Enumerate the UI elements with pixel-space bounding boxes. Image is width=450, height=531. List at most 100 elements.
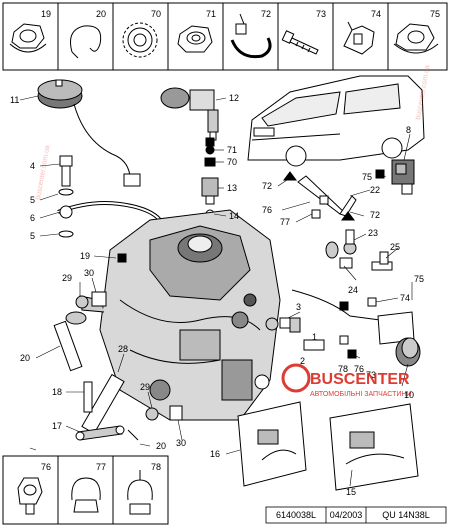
sensor-12: [160, 87, 219, 141]
cell-label-71: 71: [206, 9, 216, 19]
bolt-30-upper: [91, 291, 107, 307]
fitting-24: [325, 241, 353, 269]
washer-29-upper: [75, 295, 89, 309]
washer-29-lower: [145, 407, 159, 421]
collar-nut-icon: [393, 23, 439, 54]
pipe-clip-77-icon: [71, 477, 101, 513]
callout-6: 6: [30, 213, 35, 223]
return-pipe: [57, 201, 162, 222]
top-parts-strip: [2, 2, 448, 71]
watermark-site-left: buscenter.com.ua: [35, 145, 52, 201]
callout-5-lower: 5: [30, 231, 35, 241]
bolt-3-group: [265, 317, 325, 351]
callout-30-upper: 30: [84, 268, 94, 278]
injection-pump: [79, 209, 281, 421]
bottom-labels: 76 77 78: [41, 462, 161, 472]
callout-labels: 11 12 71 70 13 14 4 5 6 5 19 8 75 22 72 …: [10, 93, 424, 497]
footer: 6140038L 04/2003 QU 14N38L: [265, 506, 447, 524]
callout-72-left: 72: [262, 181, 272, 191]
callout-8: 8: [406, 125, 411, 135]
watermark-brand: BUSCENTER: [310, 371, 410, 388]
callout-76-lower: 76: [354, 364, 364, 374]
callout-18: 18: [52, 387, 62, 397]
callout-3: 3: [296, 302, 301, 312]
callout-4: 4: [30, 161, 35, 171]
bottom-parts-strip: [2, 455, 169, 525]
cable-kit-16: [237, 401, 307, 487]
callout-29-lower: 29: [140, 382, 150, 392]
callout-19: 19: [80, 251, 90, 261]
stop-solenoid: [37, 79, 141, 187]
component-8: [391, 159, 415, 195]
bolt-25: [371, 251, 393, 271]
wire-clip-icon: [70, 25, 102, 59]
leader-lines: [19, 95, 413, 487]
callout-75-lower: 75: [414, 274, 424, 284]
flange-nut-icon: [9, 23, 47, 53]
stud-18: [83, 381, 93, 413]
callout-17: 17: [52, 421, 62, 431]
callout-74: 74: [400, 293, 410, 303]
washer-5-lower: [58, 230, 74, 238]
sensor-13: [201, 177, 219, 197]
bolt-icon: [281, 30, 319, 55]
callout-77: 77: [280, 217, 290, 227]
cell-label-19: 19: [41, 9, 51, 19]
callout-28: 28: [118, 344, 128, 354]
callout-2: 2: [300, 356, 305, 366]
callout-20-left: 20: [20, 353, 30, 363]
bolt-4-shank: [61, 165, 71, 187]
pipe-clip-76-icon: [17, 477, 43, 515]
hex-nut-icon: [177, 25, 213, 53]
cell-label-75: 75: [430, 9, 440, 19]
callout-78: 78: [338, 364, 348, 374]
vehicle-outline: [247, 75, 425, 167]
callout-22: 22: [370, 185, 380, 195]
footer-reference: 6140038L: [276, 510, 316, 520]
callout-70: 70: [227, 157, 237, 167]
callout-23: 23: [368, 228, 378, 238]
cell-label-20: 20: [96, 9, 106, 19]
callout-16: 16: [210, 449, 220, 459]
cell-label-76: 76: [41, 462, 51, 472]
footer-date: 04/2003: [330, 510, 363, 520]
cell-label-70: 70: [151, 9, 161, 19]
cable-kit-15: [329, 403, 419, 491]
banjo-fitting-23: [343, 229, 357, 255]
watermark-subtitle: АВТОМОБІЛЬНІ ЗАПЧАСТИНИ: [310, 391, 411, 398]
callout-20-lower: 20: [156, 441, 166, 451]
cell-label-74: 74: [371, 9, 381, 19]
link-rod-17: [75, 425, 125, 441]
nut-70: [204, 157, 216, 167]
cell-label-78: 78: [151, 462, 161, 472]
seal-71: [205, 145, 215, 155]
callout-71: 71: [227, 145, 237, 155]
callout-29-upper: 29: [62, 273, 72, 283]
cell-label-73: 73: [316, 9, 326, 19]
component-10: [377, 311, 421, 367]
hose-clamp-icon: [230, 13, 272, 59]
callout-14: 14: [229, 211, 239, 221]
bolt-30-lower: [169, 405, 183, 421]
retaining-clip-icon: [343, 21, 375, 55]
callout-30-lower: 30: [176, 438, 186, 448]
callout-5-upper: 5: [30, 195, 35, 205]
footer-code: QU 14N38L: [382, 510, 430, 520]
bolt-4-head: [59, 155, 73, 167]
callout-15: 15: [346, 487, 356, 497]
callout-73: 73: [366, 370, 376, 380]
pipe-clip-78-icon: [127, 470, 153, 515]
brand-logo-ring: [281, 363, 311, 393]
cell-label-72: 72: [261, 9, 271, 19]
callout-12: 12: [229, 93, 239, 103]
strut-28: [81, 373, 139, 441]
callout-25: 25: [390, 242, 400, 252]
cable-to-10: [291, 289, 381, 321]
callout-75-upper: 75: [362, 172, 372, 182]
top-labels: 19 20 70 71 72 73 74 75: [41, 9, 440, 19]
damper-20-left: [53, 311, 87, 372]
washer-5-upper: [58, 188, 74, 196]
callout-72-right: 72: [370, 210, 380, 220]
